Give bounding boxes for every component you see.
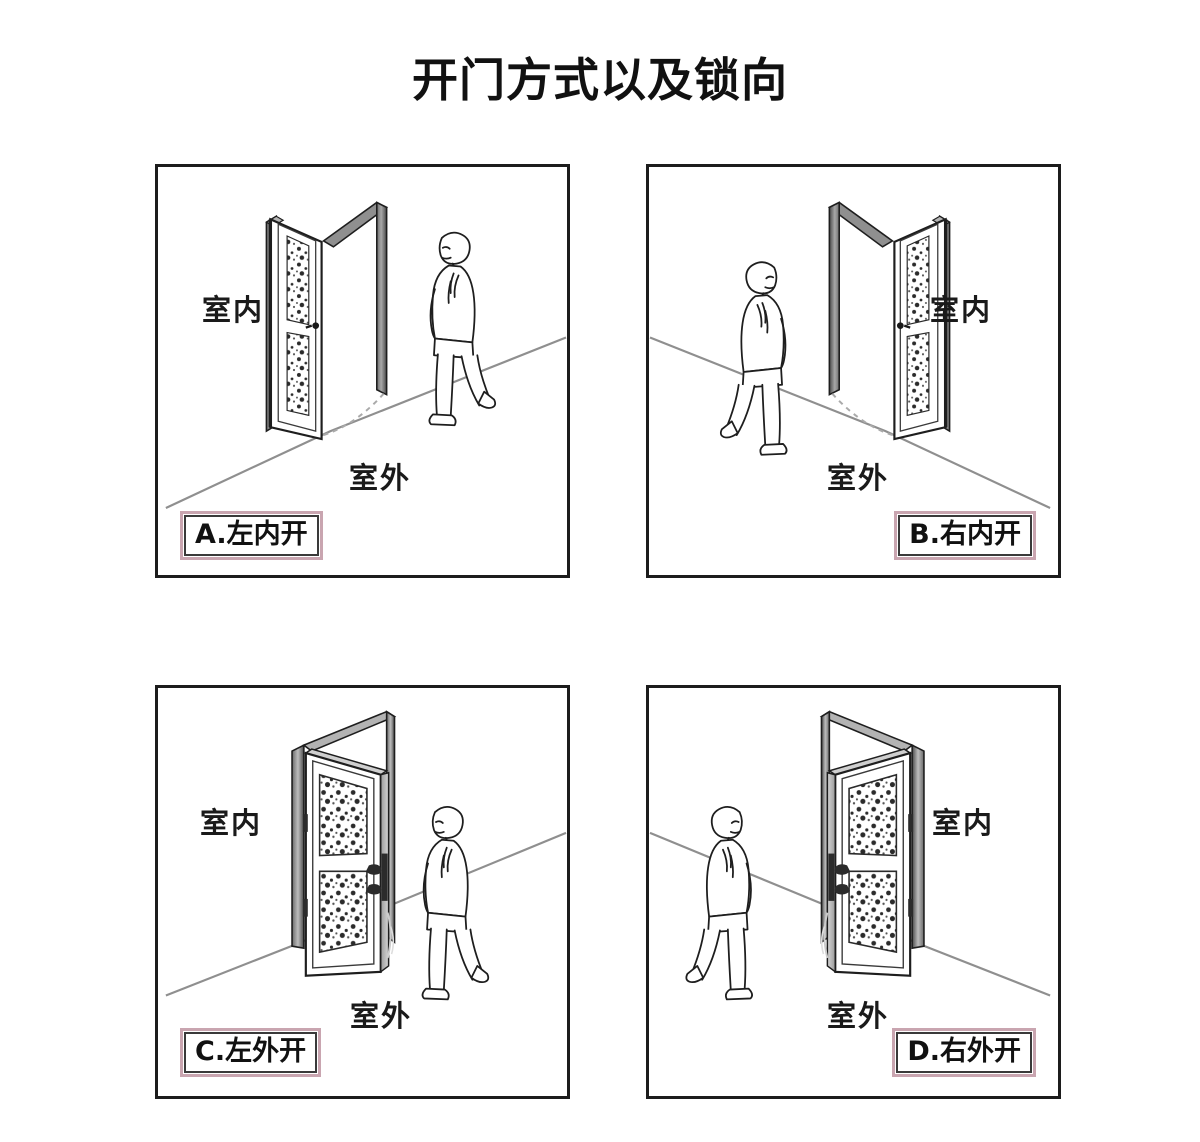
person-figure-a [428,231,497,427]
outdoor-label-d: 室外 [827,999,890,1033]
door-handle-d [828,853,851,901]
ground-line-a [165,336,567,509]
outdoor-label-c: 室外 [350,999,413,1033]
door-leaf-d [820,748,914,977]
person-figure-b [719,261,788,456]
caption-label-b: B.右内开 [898,515,1032,557]
outdoor-label-a: 室外 [349,461,412,495]
door-leaf-b [893,217,948,441]
caption-box-a: A.左内开 [180,511,323,561]
door-handle-c [365,853,388,901]
ground-line-c [165,831,567,997]
diagram-panel-a: 室内 室外 A.左内开 [155,164,570,578]
caption-box-c: C.左外开 [180,1028,322,1078]
person-figure-c [421,805,490,1001]
diagram-panel-b: 室内 室外 B.右内开 [646,164,1061,578]
outdoor-label-b: 室外 [827,461,890,495]
caption-label-d: D.右外开 [896,1032,1032,1074]
caption-box-d: D.右外开 [892,1028,1036,1078]
indoor-label-b: 室内 [930,293,993,327]
door-diagram-grid: 室内 室外 A.左内开 [155,164,1065,1104]
caption-label-a: A.左内开 [184,515,319,557]
person-figure-d [685,805,753,1001]
door-leaf-c [302,748,395,977]
caption-label-c: C.左外开 [184,1032,318,1074]
caption-box-b: B.右内开 [894,511,1036,561]
indoor-label-a: 室内 [202,293,265,327]
door-leaf-a [268,217,323,441]
indoor-label-d: 室内 [932,806,995,840]
diagram-panel-d: 室内 室外 D.右外开 [646,685,1061,1099]
diagram-panel-c: 室内 室外 C.左外开 [155,685,570,1099]
ground-line-b [649,336,1051,509]
page-title: 开门方式以及锁向 [412,53,788,107]
indoor-label-c: 室内 [200,806,263,840]
